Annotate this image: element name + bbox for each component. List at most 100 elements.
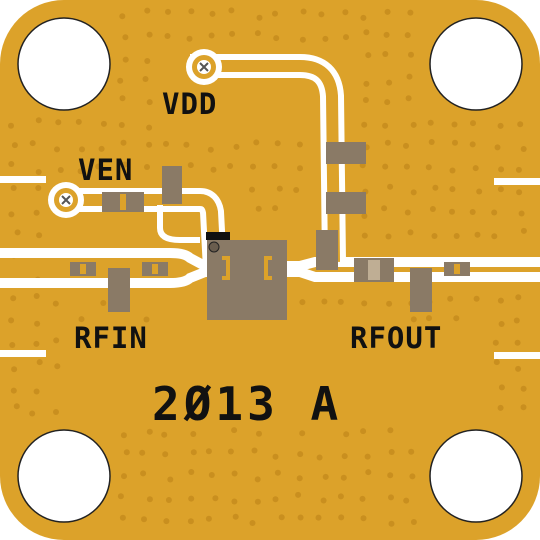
via	[474, 231, 481, 238]
via	[119, 13, 126, 20]
via	[494, 144, 501, 151]
via	[360, 428, 367, 435]
via	[10, 295, 17, 302]
via	[209, 10, 216, 17]
via	[8, 122, 14, 129]
via	[299, 430, 306, 437]
via	[164, 33, 171, 39]
via	[425, 164, 432, 171]
via	[144, 7, 151, 14]
via	[520, 227, 527, 234]
ven-secondary-trace-gap	[157, 205, 200, 243]
rfout-shunt-component	[410, 268, 432, 312]
via	[296, 141, 303, 148]
via	[410, 519, 417, 525]
rfout-pad-right-gap	[454, 264, 460, 274]
via	[122, 56, 129, 63]
via	[55, 119, 62, 126]
via	[299, 36, 306, 43]
via	[341, 453, 348, 460]
via	[498, 321, 505, 327]
via	[449, 167, 456, 174]
via	[53, 337, 60, 344]
via	[470, 120, 476, 127]
via	[491, 209, 498, 216]
via	[205, 448, 212, 455]
via	[340, 474, 347, 481]
via	[382, 51, 389, 57]
via	[491, 233, 498, 240]
via	[337, 493, 344, 500]
via	[410, 121, 417, 128]
via	[322, 35, 329, 42]
via	[497, 297, 504, 304]
via	[143, 316, 150, 323]
via	[299, 299, 306, 306]
mounting-hole-top-left	[17, 17, 111, 111]
via	[165, 497, 172, 503]
via	[432, 184, 439, 191]
via	[361, 213, 368, 219]
via	[492, 339, 499, 346]
via	[387, 427, 394, 434]
ven-capacitor	[162, 166, 182, 204]
mounting-hole-top-right	[429, 17, 523, 111]
via	[447, 295, 454, 302]
via	[404, 209, 411, 216]
via	[256, 430, 262, 437]
vdd-choke	[316, 230, 338, 270]
via	[11, 142, 18, 149]
via	[516, 189, 523, 196]
via	[29, 410, 36, 417]
via	[497, 122, 504, 129]
via	[514, 339, 521, 346]
via	[515, 166, 522, 173]
via	[382, 163, 389, 170]
via	[382, 122, 389, 129]
via	[11, 366, 18, 373]
via	[386, 300, 393, 307]
via	[321, 298, 328, 305]
via	[57, 167, 64, 173]
via	[360, 14, 367, 21]
via	[186, 35, 193, 42]
via	[98, 145, 105, 152]
via	[362, 97, 369, 103]
ven-resistor-gap	[120, 194, 126, 210]
via	[518, 210, 525, 217]
via	[10, 387, 17, 394]
via	[212, 495, 219, 502]
via	[35, 169, 42, 175]
via	[426, 315, 432, 322]
via	[142, 76, 149, 82]
via	[297, 451, 304, 458]
via	[453, 315, 460, 322]
via	[254, 30, 261, 37]
passive-components	[70, 142, 470, 312]
via	[387, 183, 394, 190]
via	[139, 449, 146, 456]
via	[293, 187, 300, 193]
via	[183, 141, 190, 148]
via	[515, 365, 522, 372]
via	[476, 188, 483, 195]
label-ven: VEN	[78, 153, 133, 187]
via	[10, 185, 17, 191]
via	[406, 73, 413, 80]
via	[249, 186, 255, 193]
via	[35, 117, 42, 124]
via	[361, 121, 368, 128]
via	[119, 95, 126, 102]
via	[385, 233, 392, 240]
via	[141, 516, 147, 523]
via	[272, 453, 279, 460]
left-edge-gap-bottom	[0, 350, 46, 357]
via	[300, 8, 307, 15]
via	[228, 7, 235, 14]
via	[161, 431, 168, 438]
via	[121, 473, 127, 480]
via	[100, 120, 107, 127]
via	[469, 209, 476, 215]
via	[405, 95, 412, 102]
